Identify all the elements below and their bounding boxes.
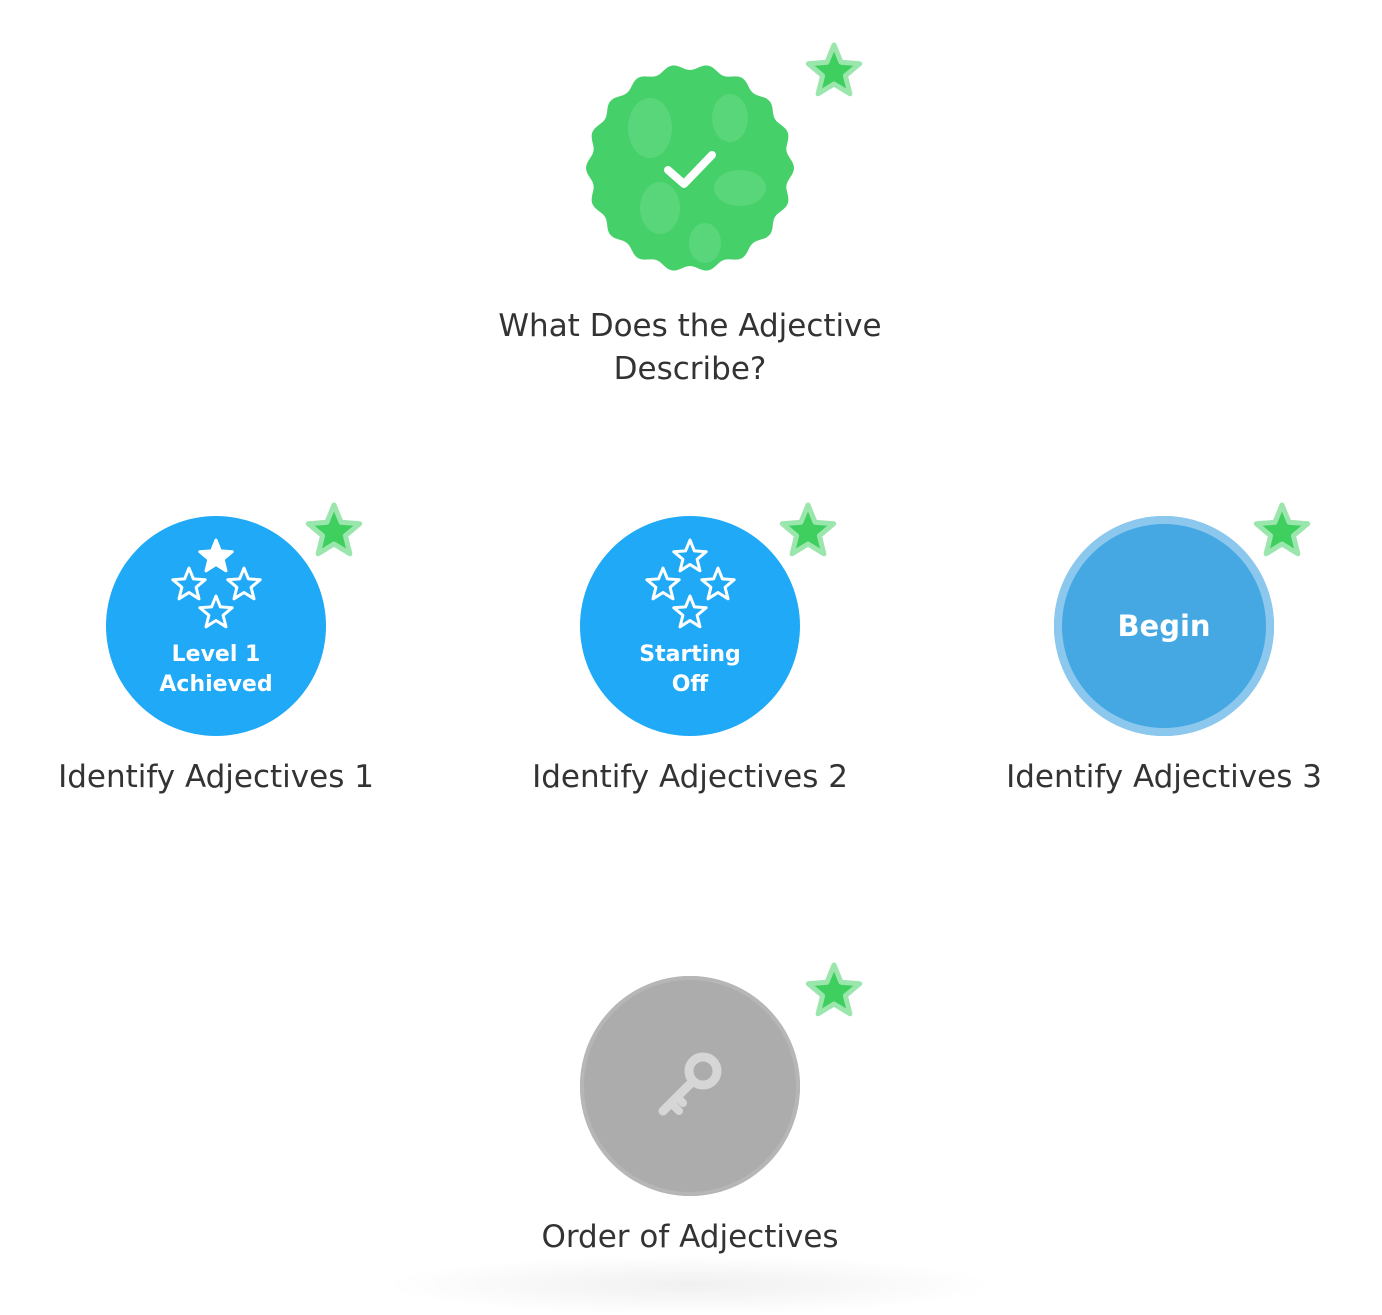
begin-button[interactable]: Begin [1054,516,1274,736]
progress-status: Level 1 Achieved [159,640,272,700]
outline-star-icon [226,566,262,601]
outline-star-icon [672,594,708,629]
green-star-icon [1253,502,1311,557]
outline-star-icon [171,566,207,601]
badge-pattern [628,94,766,263]
key-icon [658,1052,722,1116]
lesson-identify-adjectives-2[interactable]: Starting Off [580,516,800,736]
lesson-title[interactable]: Identify Adjectives 3 [1006,759,1322,795]
lesson-title[interactable]: Identify Adjectives 2 [532,759,848,795]
green-star-icon [305,502,363,557]
progress-status: Starting Off [639,640,741,700]
completed-badge[interactable] [580,58,800,278]
filled-star-icon [198,538,234,573]
lesson-progress-button[interactable]: Level 1 Achieved [106,516,326,736]
lesson-progress-button[interactable]: Starting Off [580,516,800,736]
progress-stars [635,538,745,634]
bottom-fade [380,1255,1000,1315]
lesson-identify-adjectives-1[interactable]: Level 1 Achieved [106,516,326,736]
lesson-title-line2: Describe? [613,351,767,387]
outline-star-icon [700,566,736,601]
outline-star-icon [672,538,708,573]
begin-button-label: Begin [1117,609,1211,643]
locked-lesson-button[interactable] [580,976,800,1196]
progress-line1: Starting [639,642,741,667]
progress-line2: Achieved [159,672,273,697]
outline-star-icon [198,594,234,629]
progress-line2: Off [671,672,709,697]
progress-line1: Level 1 [171,642,261,667]
lesson-title-line1: What Does the Adjective [498,308,882,344]
green-star-icon [805,962,863,1017]
checkmark-icon [664,151,716,188]
outline-star-icon [645,566,681,601]
lesson-order-of-adjectives[interactable] [580,976,800,1196]
lesson-title[interactable]: What Does the Adjective Describe? [480,305,900,391]
lesson-identify-adjectives-3[interactable]: Begin [1054,516,1274,736]
lesson-title[interactable]: Identify Adjectives 1 [58,759,374,795]
green-star-icon [805,42,863,97]
lesson-title[interactable]: Order of Adjectives [541,1219,839,1255]
green-star-icon [779,502,837,557]
progress-stars [161,538,271,634]
lesson-what-does-the-adjective-describe[interactable] [580,58,800,278]
completed-badge-shape [586,65,794,271]
